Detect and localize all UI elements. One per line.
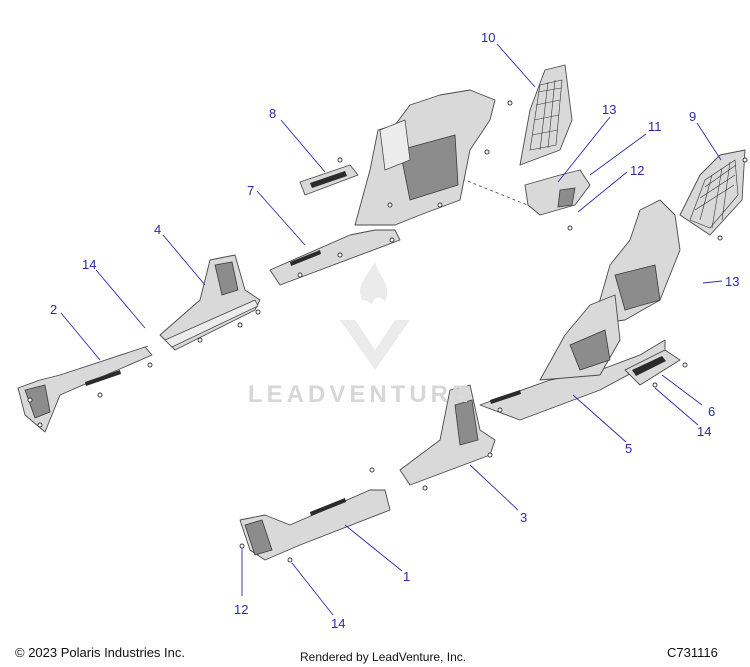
callout-label: 13 bbox=[725, 274, 739, 289]
callout-label: 3 bbox=[520, 510, 527, 525]
callout-label: 14 bbox=[82, 257, 96, 272]
part-3-side-panel bbox=[399, 384, 496, 491]
callout-label: 4 bbox=[154, 222, 161, 237]
callout-label: 13 bbox=[602, 102, 616, 117]
callout-label: 8 bbox=[269, 106, 276, 121]
callout-label: 6 bbox=[708, 404, 715, 419]
part-6-step-plate bbox=[624, 349, 688, 388]
rear-right-fender bbox=[584, 199, 681, 326]
part-7-rocker-step bbox=[269, 229, 401, 286]
callout-label: 10 bbox=[481, 30, 495, 45]
watermark-text: LEADVENTURE bbox=[248, 381, 473, 408]
callout-label: 9 bbox=[689, 109, 696, 124]
part-2-rocker-step bbox=[17, 346, 153, 433]
callout-label: 11 bbox=[648, 119, 662, 134]
callout-label: 1 bbox=[403, 569, 410, 584]
part-9-grille-panel bbox=[679, 149, 748, 241]
watermark-logo bbox=[340, 262, 410, 370]
callout-label: 2 bbox=[50, 302, 57, 317]
callouts: 10 8 13 11 9 12 7 4 14 13 2 6 14 5 3 1 1 bbox=[50, 30, 739, 631]
callout-label: 7 bbox=[247, 183, 254, 198]
part-8-step-plate bbox=[299, 157, 359, 196]
rear-left-fender bbox=[354, 89, 496, 226]
callout-label: 14 bbox=[331, 616, 345, 631]
callout-label: 12 bbox=[234, 602, 248, 617]
part-1-rocker-step bbox=[239, 467, 391, 563]
rendered-by-text: Rendered by LeadVenture, Inc. bbox=[300, 650, 467, 664]
part-5-rocker-step bbox=[479, 294, 666, 421]
part-10-grille-panel bbox=[484, 64, 573, 166]
callout-label: 14 bbox=[697, 424, 711, 439]
callout-label: 5 bbox=[625, 441, 632, 456]
callout-label: 12 bbox=[630, 163, 644, 178]
diagram-code: C731116 bbox=[667, 645, 718, 660]
part-11-bracket bbox=[524, 169, 591, 231]
part-4-side-panel bbox=[159, 254, 261, 351]
copyright-text: © 2023 Polaris Industries Inc. bbox=[15, 645, 185, 660]
